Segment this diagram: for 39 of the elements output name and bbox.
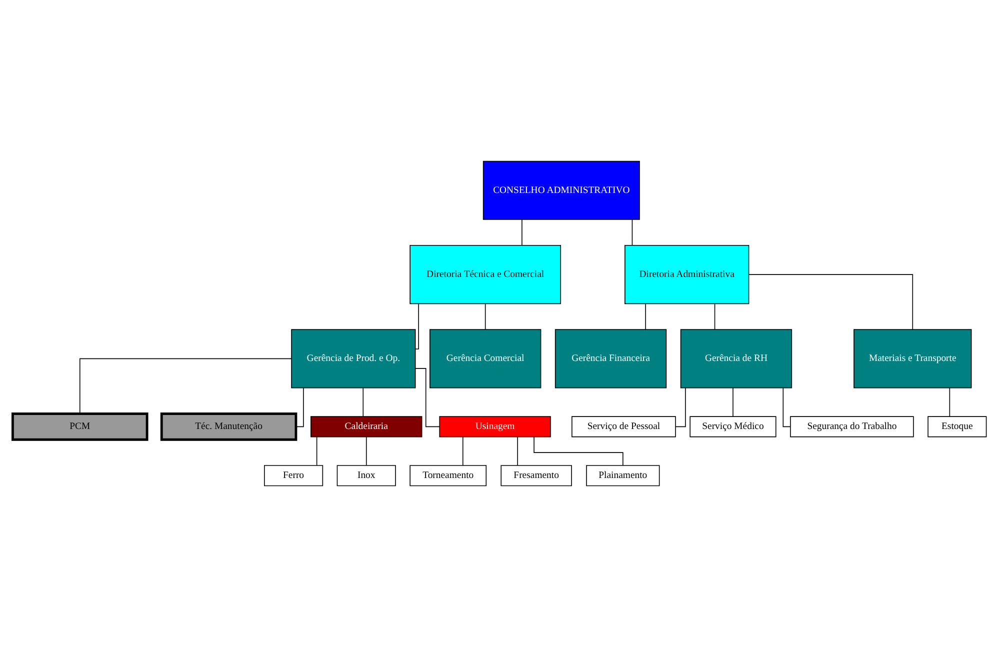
node-box: Materiais e Transporte	[854, 328, 972, 388]
node-box: Gerência Comercial	[430, 328, 542, 388]
node-box: Inox	[336, 464, 396, 486]
connector	[462, 436, 464, 466]
connector	[316, 436, 318, 466]
connector	[714, 302, 716, 330]
node-box: Estoque	[928, 416, 987, 437]
connector	[415, 302, 419, 349]
node-box: CONSELHO ADMINISTRATIVO	[482, 160, 640, 220]
node-box: Plainamento	[586, 464, 660, 486]
connector	[645, 302, 646, 330]
connector	[415, 368, 440, 427]
node-box: PCM	[12, 412, 148, 440]
node-box: Segurança do Trabalho	[790, 416, 914, 437]
connector	[517, 436, 518, 466]
node-box: Gerência de Prod. e Op.	[291, 328, 416, 388]
node-box: Gerência Financeira	[554, 328, 667, 388]
connector	[782, 387, 791, 427]
connector	[632, 218, 633, 246]
node-box: Caldeiraria	[310, 416, 422, 437]
node-box: Ferro	[264, 464, 324, 486]
node-box: Serviço Médico	[690, 416, 776, 437]
node-box: Diretoria Técnica e Comercial	[410, 244, 561, 304]
node-box: Gerência de RH	[680, 328, 792, 388]
connector	[296, 387, 304, 427]
connector	[675, 387, 686, 427]
node-box: Serviço de Pessoal	[572, 416, 676, 437]
node-box: Fresamento	[500, 464, 572, 486]
node-box: Torneamento	[410, 464, 487, 486]
connector	[949, 387, 950, 416]
node-box: Diretoria Administrativa	[624, 244, 750, 304]
connector	[484, 302, 486, 330]
node-box: Usinagem	[439, 416, 551, 437]
connector	[366, 436, 367, 466]
connector	[362, 387, 364, 416]
connector	[748, 274, 914, 330]
node-box: Téc. Manutenção	[160, 412, 298, 440]
connector	[732, 387, 734, 416]
connector	[79, 358, 292, 414]
